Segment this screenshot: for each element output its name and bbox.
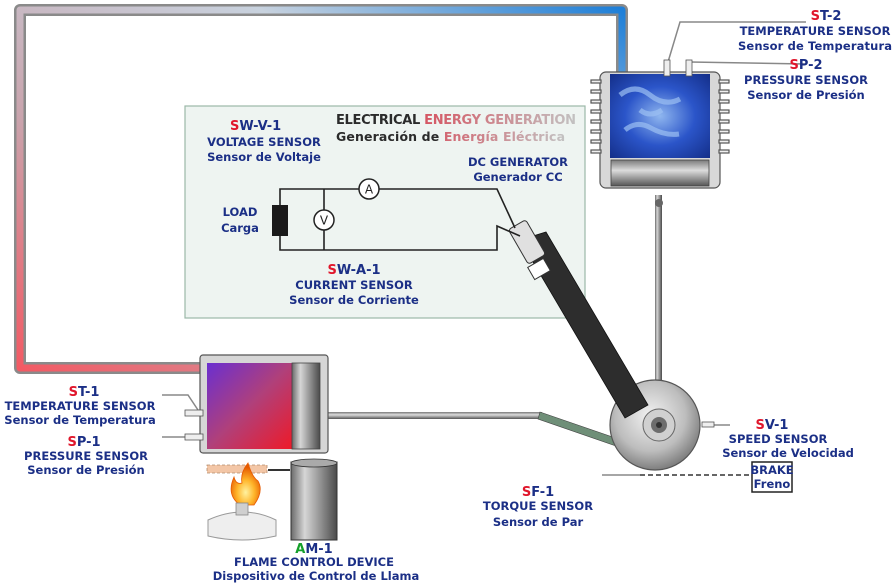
brake-box <box>751 461 793 493</box>
hot-gas-chamber <box>207 363 292 449</box>
temp-sensor-2-code: ST-2 <box>811 9 842 24</box>
pressure-sensor-1-name-es: Sensor de Presión <box>27 463 145 477</box>
voltage-sensor-code: SW-V-1 <box>230 119 281 134</box>
hot-connecting-rod <box>322 412 542 419</box>
rod-joint <box>655 199 663 207</box>
cooling-fins <box>590 79 730 154</box>
temp-sensor-1-name-es: Sensor de Temperatura <box>4 413 155 427</box>
flame-control-code: AM-1 <box>295 542 332 557</box>
flame-control-device <box>268 458 338 541</box>
ammeter-symbol: A <box>365 183 374 197</box>
pressure-sensor-1-name: PRESSURE SENSOR <box>24 449 148 463</box>
electrical-title-a: ELECTRICAL <box>336 113 424 128</box>
voltmeter <box>313 209 335 231</box>
load-name: LOAD <box>223 205 258 219</box>
hot-piston <box>291 362 321 450</box>
sensor-probes <box>184 59 715 441</box>
electrical-title-b: ENERGY GENERATION <box>424 113 576 128</box>
current-sensor-name-es: Sensor de Corriente <box>289 293 419 307</box>
ammeter <box>358 178 380 200</box>
electrical-title: ELECTRICAL ENERGY GENERATION <box>336 113 576 128</box>
flame-control-name: FLAME CONTROL DEVICE <box>234 555 394 569</box>
load-resistor <box>272 205 288 236</box>
generator-shaft <box>508 220 649 419</box>
voltmeter-symbol: V <box>320 214 329 228</box>
flame-icon <box>230 462 261 506</box>
torque-sensor-code: SF-1 <box>522 485 554 500</box>
temp-sensor-2-name: TEMPERATURE SENSOR <box>740 24 891 38</box>
temp-sensor-2-name-es: Sensor de Temperatura <box>738 39 892 53</box>
pressure-sensor-1-code: SP-1 <box>67 435 100 450</box>
voltage-sensor-name: VOLTAGE SENSOR <box>207 135 321 149</box>
temp-sensor-1-code: ST-1 <box>69 385 100 400</box>
flame-control-name-es: Dispositivo de Control de Llama <box>213 569 419 583</box>
generator-connector <box>508 220 546 264</box>
dc-generator-name: DC GENERATOR <box>468 155 568 169</box>
speed-sensor-code: SV-1 <box>756 418 789 433</box>
leader-lines <box>162 21 807 476</box>
pressure-sensor-2-code: SP-2 <box>789 58 822 73</box>
pressure-sensor-2-name-es: Sensor de Presión <box>747 88 865 102</box>
load-name-es: Carga <box>221 221 259 235</box>
pressure-sensor-2-name: PRESSURE SENSOR <box>744 73 868 87</box>
brake-name-es: Freno <box>754 477 791 491</box>
electrical-panel <box>184 105 586 319</box>
hot-cylinder <box>199 354 329 454</box>
cold-piston <box>610 159 710 187</box>
electrical-subtitle-b: Energía Eléctrica <box>444 129 565 144</box>
cold-gas-chamber <box>610 74 710 158</box>
dc-generator-name-es: Generador CC <box>473 170 562 184</box>
brake-name: BRAKE <box>750 463 793 477</box>
voltage-sensor-name-es: Sensor de Voltaje <box>207 150 321 164</box>
torque-sensor-name: TORQUE SENSOR <box>483 499 593 513</box>
heat-pipe-inner <box>16 6 626 372</box>
torque-sensor-name-es: Sensor de Par <box>493 515 584 529</box>
electrical-subtitle-a: Generación de <box>336 129 444 144</box>
speed-sensor-name: SPEED SENSOR <box>729 432 828 446</box>
burner-base <box>207 511 277 541</box>
burner <box>206 462 277 541</box>
heater-plate <box>206 464 268 474</box>
electrical-subtitle: Generación de Energía Eléctrica <box>336 129 565 144</box>
current-sensor-name: CURRENT SENSOR <box>295 278 413 292</box>
cold-connecting-rod <box>655 195 662 395</box>
temp-sensor-1-name: TEMPERATURE SENSOR <box>5 399 156 413</box>
cold-cylinder <box>590 71 730 189</box>
speed-sensor-name-es: Sensor de Velocidad <box>722 446 854 460</box>
current-sensor-code: SW-A-1 <box>327 263 380 278</box>
